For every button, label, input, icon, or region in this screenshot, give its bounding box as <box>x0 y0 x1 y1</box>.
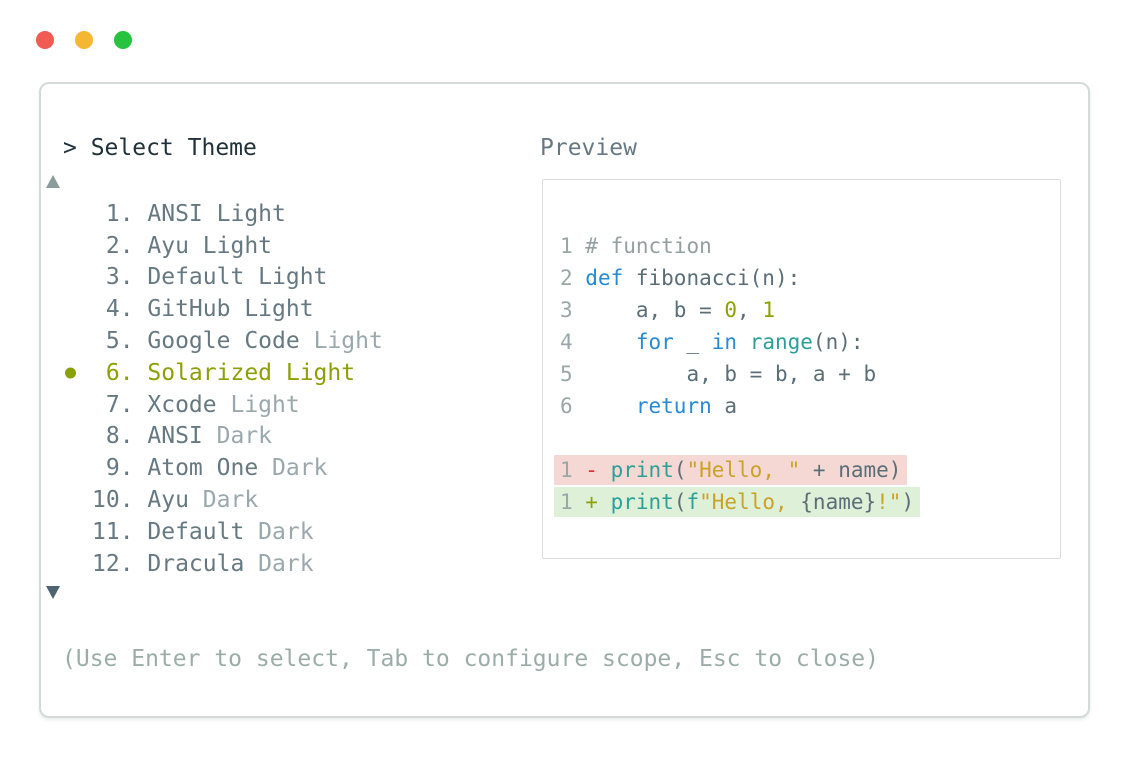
theme-selector-dialog: > Select Theme Preview 1. ANSI Light 2. … <box>39 82 1090 718</box>
maximize-button[interactable] <box>114 31 132 49</box>
theme-item-google-code[interactable]: 5. Google Code Light <box>92 328 383 355</box>
theme-item-atom-one[interactable]: 9. Atom One Dark <box>92 455 328 482</box>
theme-item-github-light[interactable]: 4. GitHub Light <box>92 296 314 323</box>
theme-item-ansi-light[interactable]: 1. ANSI Light <box>92 200 286 227</box>
theme-list: 1. ANSI Light 2. Ayu Light 3. Default Li… <box>65 198 383 580</box>
code-line: 6 return a <box>560 394 738 418</box>
code-line: 5 a, b = b, a + b <box>560 362 877 386</box>
theme-item-solarized-light[interactable]: 6. Solarized Light <box>65 357 383 389</box>
theme-item-dracula[interactable]: 12. Dracula Dark <box>92 550 314 577</box>
preview-pane: 1 # function 2 def fibonacci(n): 3 a, b = … <box>542 179 1061 559</box>
diff-removed-line: 1 - print("Hello, " + name) <box>554 454 920 486</box>
code-line <box>560 422 920 454</box>
minimize-button[interactable] <box>75 31 93 49</box>
dialog-title: > Select Theme <box>63 135 257 161</box>
code-preview: 1 # function 2 def fibonacci(n): 3 a, b = … <box>554 230 921 518</box>
code-line: 2 def fibonacci(n): <box>560 266 801 290</box>
theme-item-xcode[interactable]: 7. Xcode Light <box>92 391 300 418</box>
theme-item-ayu[interactable]: 10. Ayu Dark <box>92 487 259 514</box>
selected-bullet-icon <box>65 367 76 379</box>
theme-item-default-light[interactable]: 3. Default Light <box>92 264 328 291</box>
theme-item-default[interactable]: 11. Default Dark <box>92 518 314 545</box>
theme-item-ayu-light[interactable]: 2. Ayu Light <box>92 232 273 259</box>
code-line: 3 a, b = 0, 1 <box>560 298 775 322</box>
hint-text: (Use Enter to select, Tab to configure s… <box>62 646 879 672</box>
diff-added-line: 1 + print(f"Hello, {name}!") <box>554 486 921 518</box>
code-line: 4 for _ in range(n): <box>560 330 864 354</box>
scroll-down-icon[interactable] <box>46 586 60 599</box>
preview-label: Preview <box>540 135 637 161</box>
scroll-up-icon[interactable] <box>46 175 60 188</box>
theme-item-ansi[interactable]: 8. ANSI Dark <box>92 423 273 450</box>
close-button[interactable] <box>36 31 54 49</box>
code-line: 1 # function <box>560 234 712 258</box>
